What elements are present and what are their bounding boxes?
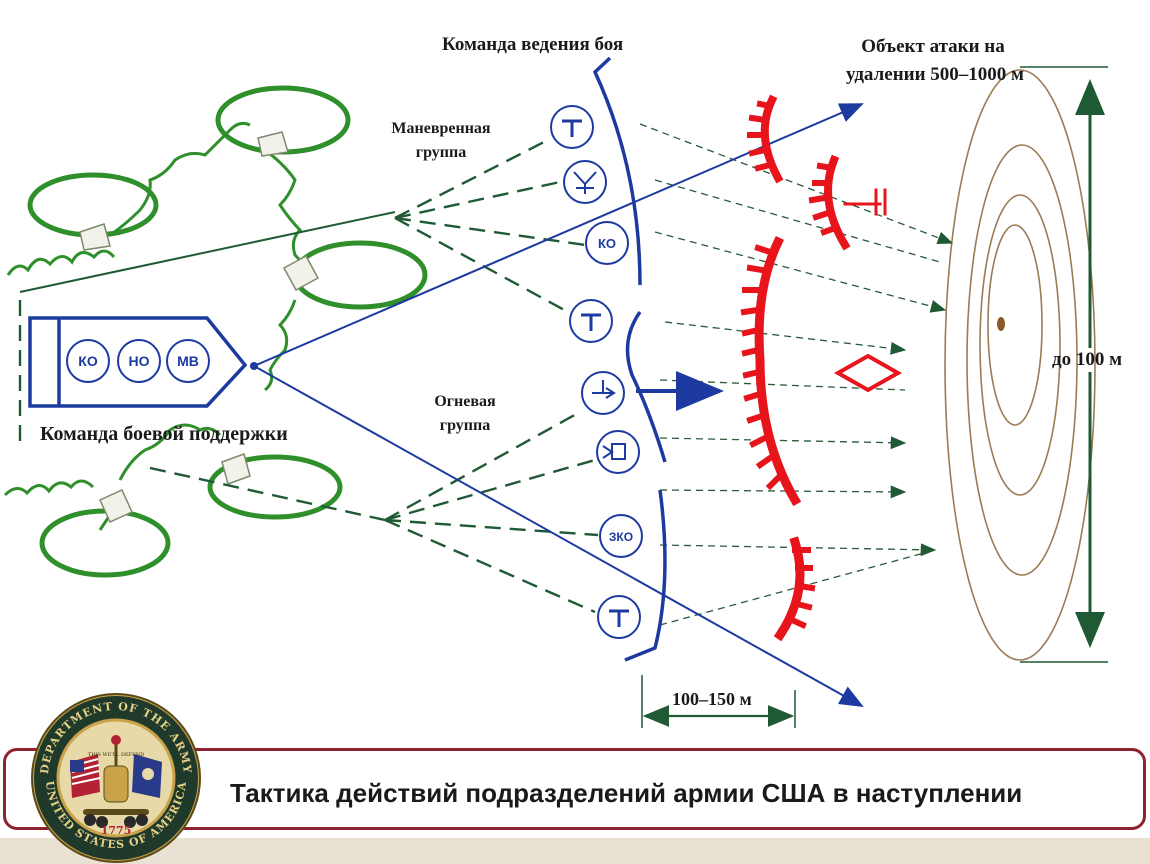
svg-text:ЗКО: ЗКО xyxy=(609,530,633,544)
enemy-trench xyxy=(740,235,802,507)
hedge-line xyxy=(6,121,312,392)
tree-crown xyxy=(207,454,343,520)
antitank-unit-symbol xyxy=(581,371,625,415)
enemy-trench xyxy=(808,154,851,251)
svg-text:THIS WE'LL DEFEND: THIS WE'LL DEFEND xyxy=(88,752,144,758)
distance-label: 100–150 м xyxy=(672,689,752,709)
support-unit-ko: КО xyxy=(66,339,110,383)
footer-band xyxy=(0,838,1150,864)
fire-group-label-line1: Огневая xyxy=(434,393,496,410)
clearing-marker xyxy=(257,131,289,157)
svg-text:КО: КО xyxy=(78,353,98,369)
svg-text:МВ: МВ xyxy=(177,353,199,369)
infantry-unit-symbol xyxy=(563,160,607,204)
enemy-trench xyxy=(747,94,784,184)
support-team-symbol: КО НО МВ xyxy=(28,316,258,408)
combat-units: КО ЗКО xyxy=(550,105,643,639)
attack-object-contours xyxy=(944,69,1096,661)
svg-text:НО: НО xyxy=(129,353,150,369)
army-seal-logo: DEPARTMENT OF THE ARMY UNITED STATES OF … xyxy=(31,693,201,863)
maneuver-group-label-line2: группа xyxy=(416,144,466,161)
clearing-marker xyxy=(221,453,251,485)
clearing-marker xyxy=(99,489,133,523)
attack-object-label-line2: удалении 500–1000 м xyxy=(846,64,1024,85)
enemy-trench xyxy=(773,536,816,642)
support-boundary-line xyxy=(19,211,396,293)
zko-unit-symbol: ЗКО xyxy=(599,514,643,558)
support-unit-no: НО xyxy=(117,339,161,383)
attack-object-center xyxy=(997,317,1005,331)
approach-lines xyxy=(18,138,599,614)
support-team-label: Команда боевой поддержки xyxy=(40,423,288,445)
tank-unit-symbol xyxy=(597,595,641,639)
tank-unit-symbol xyxy=(550,105,594,149)
enemy-positions xyxy=(740,94,903,642)
slide-title: Тактика действий подразделений армии США… xyxy=(230,778,1023,808)
sector-lines xyxy=(253,103,864,707)
combat-team-arcs xyxy=(592,56,667,662)
fire-group-label-line2: группа xyxy=(440,417,490,434)
maneuver-group-label-line1: Маневренная xyxy=(391,120,491,137)
clearing-marker xyxy=(282,254,320,292)
combat-team-label: Команда ведения боя xyxy=(442,34,623,55)
tank-unit-symbol xyxy=(569,299,613,343)
depth-label: до 100 м xyxy=(1052,349,1122,370)
clearing-marker xyxy=(79,223,111,251)
ko-unit-symbol: КО xyxy=(585,221,629,265)
enemy-command-post xyxy=(833,353,903,393)
attack-object-label-line1: Объект атаки на xyxy=(861,36,1005,57)
svg-text:КО: КО xyxy=(598,236,616,251)
mortar-unit-symbol xyxy=(596,430,640,474)
distance-dimension xyxy=(641,675,796,728)
terrain-vegetation xyxy=(3,85,428,578)
enemy-antitank-weapon xyxy=(843,188,887,216)
svg-text:1775: 1775 xyxy=(101,824,132,837)
depth-dimension xyxy=(1020,66,1108,663)
support-unit-mv: МВ xyxy=(166,339,210,383)
tree-crown xyxy=(27,172,159,238)
